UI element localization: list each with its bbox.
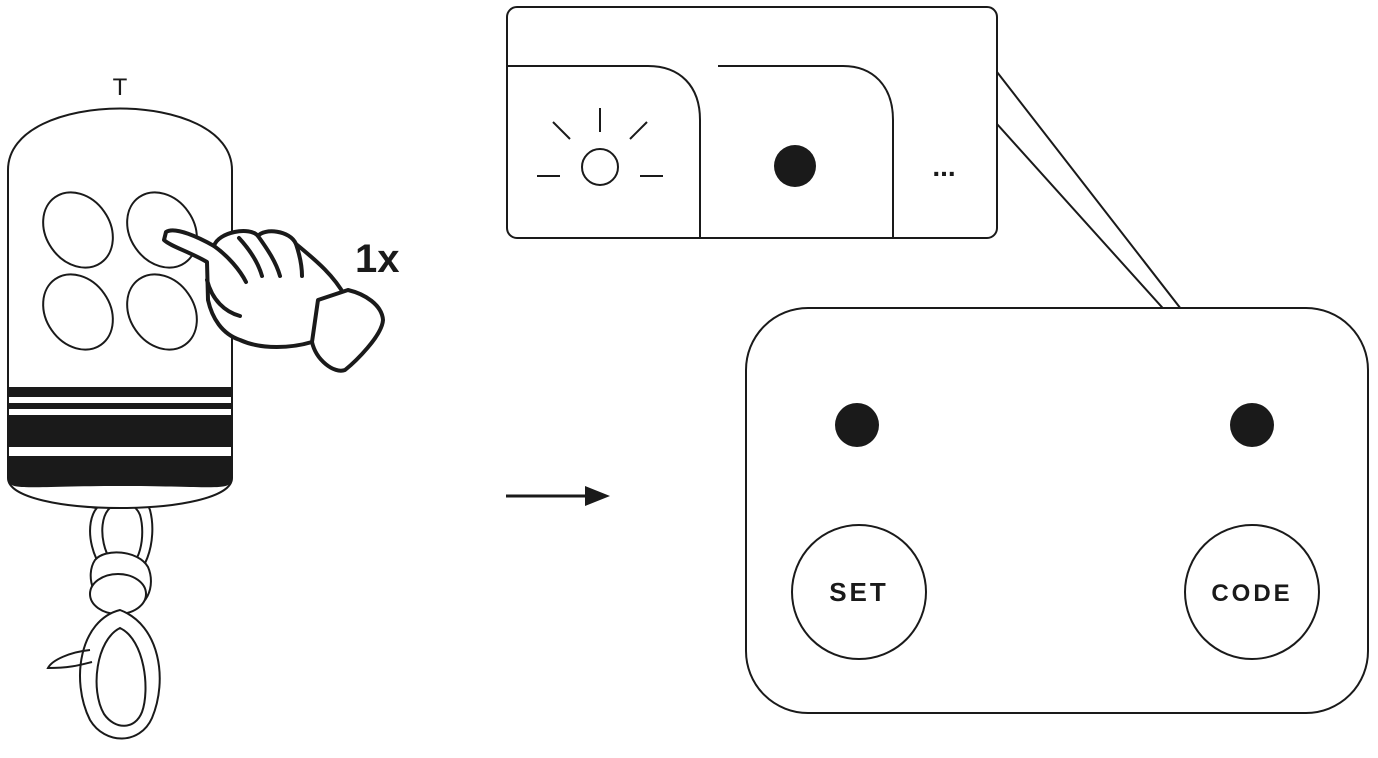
code-button-label: CODE	[1211, 580, 1292, 607]
keyring-icon	[46, 479, 181, 740]
callout-frame	[506, 6, 998, 239]
remote-button-1[interactable]	[29, 179, 127, 281]
remote-button-3[interactable]	[29, 261, 127, 363]
remote-stripes	[8, 387, 232, 488]
remote-control	[7, 107, 233, 740]
code-button[interactable]: CODE	[1184, 524, 1320, 660]
led-on-icon	[774, 145, 816, 187]
arrow-right-icon	[506, 486, 610, 506]
remote-body	[7, 107, 233, 509]
led-blinking-icon	[537, 108, 663, 186]
remote-label: T	[113, 74, 128, 101]
led-state-ellipsis: ...	[932, 151, 955, 182]
pointing-hand-icon	[162, 228, 385, 373]
led-callout	[506, 6, 1241, 386]
receiver-panel: SET CODE	[745, 307, 1369, 714]
remote-button-4[interactable]	[113, 261, 211, 363]
press-count-label: 1x	[355, 237, 400, 281]
set-button[interactable]: SET	[791, 524, 927, 660]
code-led	[1230, 403, 1274, 447]
set-button-label: SET	[829, 577, 889, 607]
set-led	[835, 403, 879, 447]
